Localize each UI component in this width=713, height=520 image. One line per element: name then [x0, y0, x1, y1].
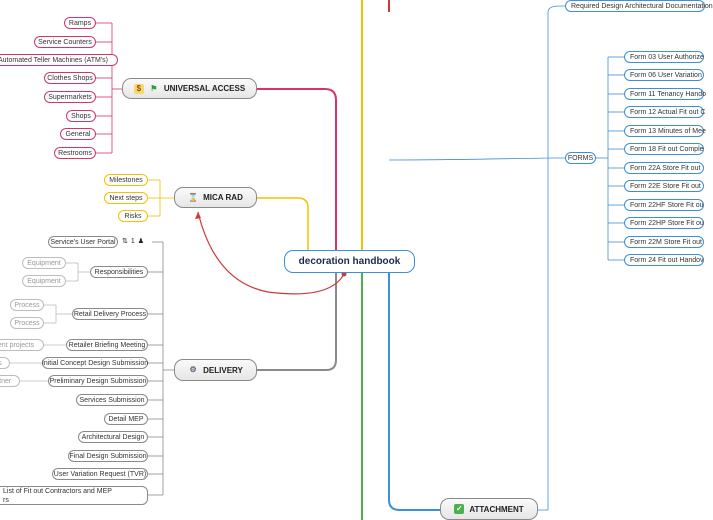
- paperclip-icon: ✓: [454, 504, 465, 514]
- delivery-item-architectural-design[interactable]: Architectural Design: [78, 431, 148, 443]
- ua-item-ramps[interactable]: Ramps: [64, 17, 96, 29]
- delivery-item-contractors-list[interactable]: List of Fit out Contractors and MEP rs: [0, 486, 148, 505]
- ua-item-shops[interactable]: Shops: [66, 110, 96, 122]
- contractors-line-1: List of Fit out Contractors and MEP: [3, 487, 112, 495]
- universal-children-links: [96, 22, 122, 154]
- money-bag-icon: $: [133, 83, 144, 94]
- branch-attachment[interactable]: ✓ ATTACHMENT: [440, 498, 538, 520]
- attachment-required-docs[interactable]: Required Design Architectural Documentat…: [565, 0, 713, 12]
- form-item[interactable]: Form 24 Fit out Handov: [624, 254, 704, 266]
- mica-item-next-steps[interactable]: Next steps: [104, 192, 148, 204]
- responsibilities-equipment-2[interactable]: Equipment: [22, 275, 66, 287]
- delivery-item-initial-concept[interactable]: Initial Concept Design Submission: [42, 357, 148, 369]
- ua-item-service-counters[interactable]: Service Counters: [34, 36, 96, 48]
- ua-item-supermarkets[interactable]: Supermarkets: [44, 91, 96, 103]
- contractors-line-2: rs: [3, 496, 9, 504]
- delivery-item-responsibilities[interactable]: Responsibilities: [90, 266, 148, 278]
- branch-universal-access[interactable]: $ ⚑ UNIVERSAL ACCESS: [122, 78, 257, 99]
- delivery-item-detail-mep[interactable]: Detail MEP: [104, 413, 148, 425]
- delivery-item-user-portal[interactable]: Service's User Portal: [48, 236, 118, 248]
- green-flag-icon: ⚑: [150, 83, 158, 93]
- responsibilities-equipment-1[interactable]: Equipment: [22, 257, 66, 269]
- preliminary-child[interactable]: rtner: [0, 375, 20, 387]
- form-item[interactable]: Form 22A Store Fit out: [624, 162, 704, 174]
- retail-process-child-1[interactable]: Process: [10, 299, 44, 311]
- branch-label: UNIVERSAL ACCESS: [163, 84, 246, 93]
- person-icon: ♟: [137, 238, 145, 245]
- branch-label: DELIVERY: [203, 365, 243, 375]
- attachment-forms[interactable]: FORMS: [565, 152, 596, 164]
- delivery-item-final-design[interactable]: Final Design Submission: [68, 450, 148, 462]
- ua-item-general[interactable]: General: [60, 128, 96, 140]
- delivery-item-preliminary-design[interactable]: Preliminary Design Submission: [48, 375, 148, 387]
- form-item[interactable]: Form 22HP Store Fit ou: [624, 217, 704, 229]
- central-topic[interactable]: decoration handbook: [284, 250, 415, 273]
- branch-label: MICA RAD: [203, 193, 243, 202]
- delivery-children-links: [148, 241, 174, 496]
- ua-item-restrooms[interactable]: Restrooms: [54, 147, 96, 159]
- link-mica: [257, 197, 309, 252]
- branch-label: ATTACHMENT: [469, 504, 524, 514]
- attachment-links: [388, 5, 624, 511]
- concept-child[interactable]: ts: [0, 357, 10, 369]
- form-item[interactable]: Form 13 Minutes of Mee: [624, 125, 706, 137]
- delivery-item-variation-request[interactable]: User Variation Request (TVR): [52, 468, 148, 480]
- portal-badges: ⇅ 1 ♟: [122, 237, 145, 246]
- ua-item-clothes-shops[interactable]: Clothes Shops: [44, 72, 96, 84]
- hourglass-icon: ⌛: [188, 192, 199, 202]
- form-item[interactable]: Form 22HF Store Fit ou: [624, 199, 704, 211]
- form-item[interactable]: Form 06 User Variation: [624, 69, 704, 81]
- form-item[interactable]: Form 12 Actual Fit out C: [624, 106, 705, 118]
- branch-delivery[interactable]: ⚙ DELIVERY: [174, 359, 257, 381]
- form-item[interactable]: Form 22M Store Fit out: [624, 236, 704, 248]
- delivery-grandchildren-links: [10, 262, 90, 382]
- form-item[interactable]: Form 11 Tenancy Hando: [624, 88, 706, 100]
- form-item[interactable]: Form 18 Fit out Comple: [624, 143, 704, 155]
- link-relation: [197, 211, 345, 295]
- delivery-item-services-submission[interactable]: Services Submission: [76, 394, 148, 406]
- branch-mica-rad[interactable]: ⌛ MICA RAD: [174, 187, 257, 208]
- form-item[interactable]: Form 22E Store Fit out: [624, 180, 704, 192]
- link-icon: ⇅: [122, 238, 128, 245]
- gear-icon: ⚙: [189, 365, 197, 374]
- delivery-item-retail-process[interactable]: Retail Delivery Process: [72, 308, 148, 320]
- briefing-child[interactable]: ent projects: [0, 339, 44, 351]
- retail-process-child-2[interactable]: Process: [10, 317, 44, 329]
- mica-children-links: [148, 179, 174, 217]
- connector-lines: [10, 0, 624, 520]
- ua-item-atm[interactable]: Automated Teller Machines (ATM's): [0, 54, 118, 66]
- form-item[interactable]: Form 03 User Authorize: [624, 51, 704, 63]
- portal-count: 1: [130, 237, 135, 245]
- mica-item-risks[interactable]: Risks: [118, 210, 148, 222]
- delivery-item-briefing-meeting[interactable]: Retailer Briefing Meeting: [66, 339, 148, 351]
- mica-item-milestones[interactable]: Milestones: [104, 174, 148, 186]
- link-delivery: [257, 272, 337, 371]
- link-universal: [257, 88, 337, 252]
- trunk-blue: [388, 272, 440, 511]
